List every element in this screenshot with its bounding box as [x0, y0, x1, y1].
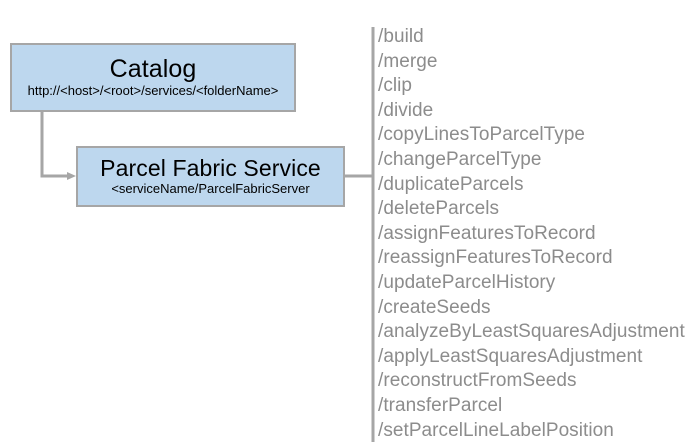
operation-item[interactable]: /changeParcelType — [378, 148, 542, 170]
node-catalog[interactable]: Catalog http://<host>/<root>/services/<f… — [10, 43, 296, 112]
operation-item[interactable]: /build — [378, 26, 424, 47]
node-parcel-fabric-service[interactable]: Parcel Fabric Service <serviceName/Parce… — [76, 146, 345, 207]
operation-item[interactable]: /clip — [378, 75, 413, 97]
catalog-url: http://<host>/<root>/services/<folderNam… — [27, 83, 279, 99]
connector-catalog-to-parcel-fabric-service — [40, 112, 70, 178]
operations-list: /build/merge/clip/divide/copyLinesToParc… — [378, 25, 685, 442]
operation-item[interactable]: /transferParcel — [378, 394, 503, 416]
parcel-fabric-service-title: Parcel Fabric Service — [100, 155, 321, 182]
operation-item[interactable]: /divide — [378, 99, 434, 121]
operation-item[interactable]: /reassignFeaturesToRecord — [378, 247, 613, 269]
operation-item[interactable]: /merge — [378, 50, 438, 72]
operation-item[interactable]: /analyzeByLeastSquaresAdjustment — [378, 321, 685, 343]
parcel-fabric-service-path: <serviceName/ParcelFabricServer — [111, 180, 310, 196]
operation-item[interactable]: /applyLeastSquaresAdjustment — [378, 345, 643, 367]
operation-item[interactable]: /deleteParcels — [378, 198, 500, 220]
catalog-title: Catalog — [109, 54, 197, 83]
operation-item[interactable]: /updateParcelHistory — [378, 271, 556, 293]
operation-item[interactable]: /createSeeds — [378, 296, 491, 318]
operation-item[interactable]: /setParcelLineLabelPosition — [378, 419, 614, 441]
arrowhead-icon — [67, 172, 76, 180]
operation-item[interactable]: /copyLinesToParcelType — [378, 124, 586, 146]
operation-item[interactable]: /reconstructFromSeeds — [378, 370, 577, 392]
operation-item[interactable]: /duplicateParcels — [378, 173, 524, 195]
operation-item[interactable]: /assignFeaturesToRecord — [378, 222, 596, 244]
